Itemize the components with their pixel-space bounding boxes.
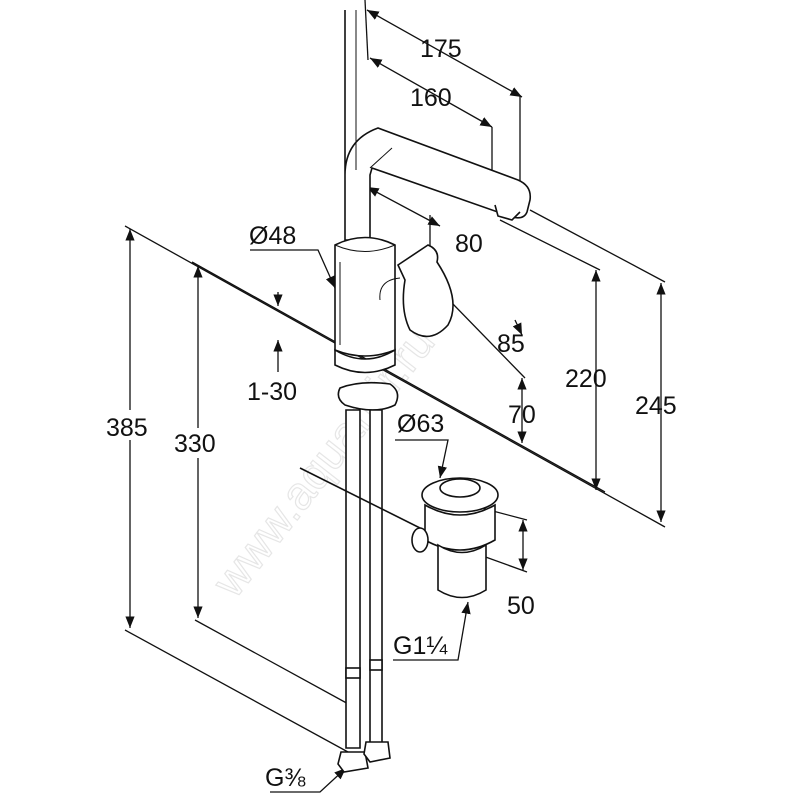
faucet <box>334 10 532 773</box>
dim-245: 245 <box>635 392 677 420</box>
dim-waste-diameter: Ø63 <box>397 410 444 438</box>
dim-85: 85 <box>497 330 525 358</box>
dim-hose-thread: G⅜ <box>265 764 305 792</box>
dim-waste-thread: G1¼ <box>393 632 448 660</box>
dim-330: 330 <box>174 430 216 458</box>
dim-body-diameter: Ø48 <box>249 222 296 250</box>
dim-220: 220 <box>565 365 607 393</box>
dim-70: 70 <box>508 401 536 429</box>
dim-50: 50 <box>507 592 535 620</box>
svg-text:www.aquamir.ru: www.aquamir.ru <box>201 316 444 607</box>
dim-160: 160 <box>410 84 452 112</box>
dim-80: 80 <box>455 230 483 258</box>
watermark: www.aquamir.ru <box>201 316 445 608</box>
pop-up-waste <box>299 467 499 599</box>
dim-175: 175 <box>420 35 462 63</box>
dimension-labels: 175 160 80 Ø48 85 1-30 70 220 245 385 33… <box>104 35 677 792</box>
dim-1-30: 1-30 <box>247 378 297 406</box>
dim-385: 385 <box>106 414 148 442</box>
